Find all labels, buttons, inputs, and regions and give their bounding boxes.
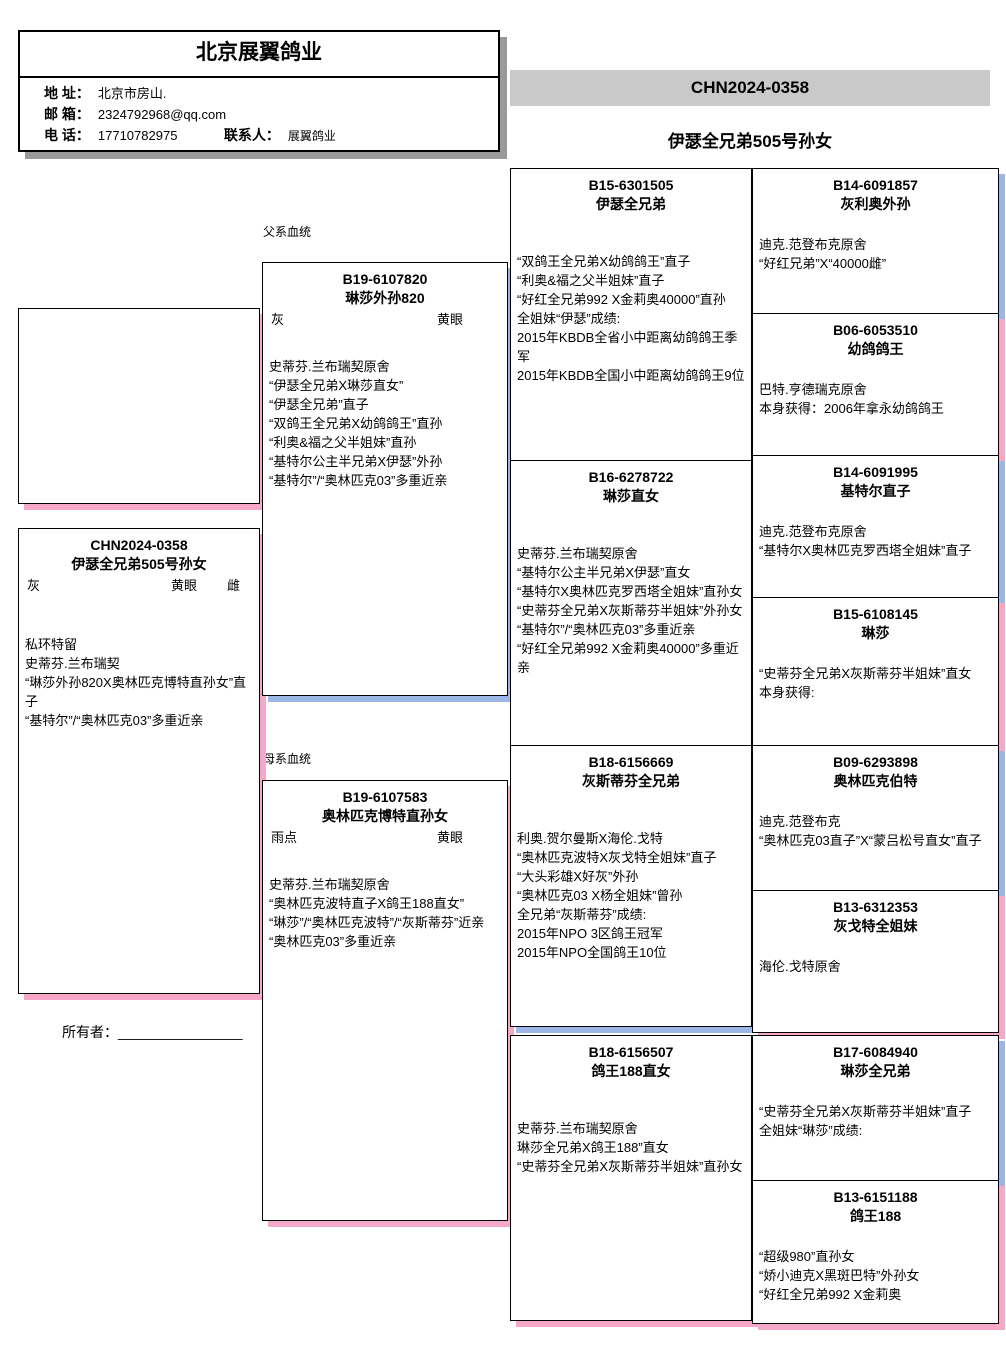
- address-value: 北京市房山.: [97, 86, 167, 101]
- pigeon-name: 琳莎全兄弟: [840, 1063, 911, 1079]
- traits-row: 灰 黄眼: [269, 310, 501, 329]
- pigeon-name: 伊瑟全兄弟: [596, 196, 666, 212]
- company-name: 北京展翼鸽业: [20, 32, 498, 78]
- pedigree-box-maternal-grandmother: B18-6156507 鸽王188直女 史蒂芬.兰布瑞契原舍 琳莎全兄弟X鸽王1…: [510, 1035, 752, 1321]
- pedigree-box-mf-mother: B13-6312353 灰戈特全姐妹 海伦.戈特原舍: [752, 890, 999, 1033]
- pigeon-name: 灰戈特全姐妹: [833, 918, 918, 934]
- phone-row: 电 话： 17710782975 联系人： 展翼鸽业: [44, 125, 488, 146]
- email-label: 邮 箱：: [44, 106, 90, 122]
- pigeon-name: 奥林匹克博特直孙女: [322, 808, 448, 824]
- ring-number: CHN2024-0358: [90, 537, 188, 553]
- ring-number: B06-6053510: [833, 322, 918, 338]
- pigeon-name: 奥林匹克伯特: [833, 773, 918, 789]
- eye-color-value: 黄眼: [436, 312, 463, 327]
- traits-row: 雨点 黄眼: [269, 828, 501, 847]
- pigeon-details: “史蒂芬全兄弟X灰斯蒂芬半姐妹”直女 本身获得:: [759, 666, 972, 700]
- pigeon-details: “双鸽王全兄弟X幼鸽鸽王”直子 “利奥&福之父半姐妹”直子 “好红全兄弟992 …: [517, 254, 745, 383]
- pigeon-details: 迪克.范登布克 “奥林匹克03直子”X“蒙吕松号直女”直子: [759, 814, 982, 848]
- pigeon-details: 史蒂芬.兰布瑞契原舍 “基特尔公主半兄弟X伊瑟”直女 “基特尔X奥林匹克罗西塔全…: [517, 546, 743, 675]
- pedigree-box-father: B19-6107820 琳莎外孙820 灰 黄眼 史蒂芬.兰布瑞契原舍 “伊瑟全…: [262, 262, 508, 696]
- pigeon-details: 私环特留 史蒂芬.兰布瑞契 “琳莎外孙820X奥林匹克博特直孙女”直子 “基特尔…: [25, 637, 247, 728]
- ring-number: B15-6108145: [833, 606, 918, 622]
- traits-row: 灰 黄眼 雌: [25, 576, 253, 595]
- ring-number: B19-6107583: [342, 789, 428, 805]
- ring-number: B14-6091995: [833, 464, 918, 480]
- pigeon-name: 琳莎直女: [603, 488, 659, 504]
- ring-number: B13-6312353: [833, 899, 918, 915]
- pigeon-name: 灰利奥外孙: [840, 196, 911, 212]
- address-label: 地 址：: [44, 85, 90, 101]
- pedigree-box-paternal-grandfather: B15-6301505 伊瑟全兄弟 “双鸽王全兄弟X幼鸽鸽王”直子 “利奥&福之…: [510, 168, 752, 471]
- ring-number-text: CHN2024-0358: [690, 78, 810, 97]
- pigeon-name: 琳莎: [861, 625, 890, 641]
- phone-label: 电 话：: [44, 127, 90, 143]
- pigeon-name: 幼鸽鸽王: [847, 341, 904, 357]
- ring-number: B18-6156669: [588, 754, 674, 770]
- eye-color-value: 黄眼: [171, 578, 198, 593]
- maternal-lineage-label: 母系血统: [263, 752, 312, 766]
- ring-number: B15-6301505: [588, 177, 674, 193]
- ring-number: B16-6278722: [588, 469, 674, 485]
- pedigree-box-mm-mother: B13-6151188 鸽王188 “超级980”直孙女 “娇小迪克X黑斑巴特”…: [752, 1180, 999, 1324]
- ring-number: B19-6107820: [342, 271, 428, 287]
- pigeon-title: 伊瑟全兄弟505号孙女: [667, 132, 833, 151]
- color-value: 灰: [27, 578, 41, 593]
- pedigree-box-subject: CHN2024-0358 伊瑟全兄弟505号孙女 灰 黄眼 雌 私环特留 史蒂芬…: [18, 528, 260, 994]
- pigeon-name: 灰斯蒂芬全兄弟: [582, 773, 680, 789]
- pedigree-box-ff-mother: B06-6053510 幼鸽鸽王 巴特.亨德瑞克原舍 本身获得：2006年拿永幼…: [752, 313, 999, 456]
- owner-blank-line: ________________: [118, 1024, 243, 1040]
- contact-value: 展翼鸽业: [287, 129, 336, 143]
- sex-value: 雌: [227, 578, 241, 593]
- eye-color-value: 黄眼: [436, 830, 463, 845]
- address-row: 地 址： 北京市房山.: [44, 83, 488, 104]
- ring-number: B18-6156507: [588, 1044, 674, 1060]
- pigeon-details: 迪克.范登布克原舍 “基特尔X奥林匹克罗西塔全姐妹”直子: [759, 524, 972, 558]
- email-value: 2324792968@qq.com: [97, 107, 227, 122]
- color-value: 灰: [271, 312, 285, 327]
- ring-number-banner: CHN2024-0358: [510, 70, 990, 106]
- pedigree-box-mm-father: B17-6084940 琳莎全兄弟 “史蒂芬全兄弟X灰斯蒂芬半姐妹”直子 全姐妹…: [752, 1035, 999, 1184]
- ring-number: B17-6084940: [833, 1044, 918, 1060]
- pigeon-details: “史蒂芬全兄弟X灰斯蒂芬半姐妹”直子 全姐妹“琳莎”成绩:: [759, 1104, 972, 1138]
- ring-number: B13-6151188: [833, 1189, 918, 1205]
- owner-line: 所有者：________________: [62, 1022, 243, 1042]
- pedigree-box-fm-father: B14-6091995 基特尔直子 迪克.范登布克原舍 “基特尔X奥林匹克罗西塔…: [752, 455, 999, 604]
- pigeon-details: 史蒂芬.兰布瑞契原舍 琳莎全兄弟X鸽王188”直女 “史蒂芬全兄弟X灰斯蒂芬半姐…: [517, 1121, 743, 1174]
- pigeon-name: 基特尔直子: [840, 483, 911, 499]
- pigeon-name: 琳莎外孙820: [345, 290, 425, 306]
- ring-number: B09-6293898: [833, 754, 918, 770]
- pigeon-details: 利奥.贺尔曼斯X海伦.戈特 “奥林匹克波特X灰戈特全姐妹”直子 “大头彩雄X好灰…: [517, 831, 717, 960]
- pigeon-details: “超级980”直孙女 “娇小迪克X黑斑巴特”外孙女 “好红全兄弟992 X金莉奥: [759, 1249, 920, 1302]
- pigeon-details: 史蒂芬.兰布瑞契原舍 “奥林匹克波特直子X鸽王188直女” “琳莎”/“奥林匹克…: [269, 877, 485, 949]
- pigeon-name: 鸽王188直女: [591, 1063, 671, 1079]
- email-row: 邮 箱： 2324792968@qq.com: [44, 104, 488, 125]
- pigeon-details: 海伦.戈特原舍: [759, 959, 841, 974]
- pigeon-details: 史蒂芬.兰布瑞契原舍 “伊瑟全兄弟X琳莎直女” “伊瑟全兄弟”直子 “双鸽王全兄…: [269, 359, 448, 488]
- pigeon-name: 伊瑟全兄弟505号孙女: [71, 556, 207, 572]
- color-value: 雨点: [271, 830, 298, 845]
- breeder-contact-info: 地 址： 北京市房山. 邮 箱： 2324792968@qq.com 电 话： …: [20, 78, 498, 146]
- pedigree-box-mother: B19-6107583 奥林匹克博特直孙女 雨点 黄眼 史蒂芬.兰布瑞契原舍 “…: [262, 780, 508, 1221]
- pedigree-box-fm-mother: B15-6108145 琳莎 “史蒂芬全兄弟X灰斯蒂芬半姐妹”直女 本身获得:: [752, 597, 999, 753]
- phone-value: 17710782975: [97, 128, 178, 143]
- pigeon-details: 巴特.亨德瑞克原舍 本身获得：2006年拿永幼鸽鸽王: [759, 382, 944, 416]
- photo-placeholder-box: [18, 308, 260, 504]
- pedigree-box-ff-father: B14-6091857 灰利奥外孙 迪克.范登布克原舍 “好红兄弟”X“4000…: [752, 168, 999, 320]
- breeder-info-card: 北京展翼鸽业 地 址： 北京市房山. 邮 箱： 2324792968@qq.co…: [18, 30, 500, 152]
- ring-number: B14-6091857: [833, 177, 918, 193]
- pigeon-name: 鸽王188: [849, 1208, 902, 1224]
- pigeon-details: 迪克.范登布克原舍 “好红兄弟”X“40000雌”: [759, 237, 887, 271]
- pedigree-box-maternal-grandfather: B18-6156669 灰斯蒂芬全兄弟 利奥.贺尔曼斯X海伦.戈特 “奥林匹克波…: [510, 745, 752, 1027]
- owner-label: 所有者：: [62, 1024, 118, 1040]
- paternal-lineage-label: 父系血统: [263, 225, 312, 239]
- pedigree-box-paternal-grandmother: B16-6278722 琳莎直女 史蒂芬.兰布瑞契原舍 “基特尔公主半兄弟X伊瑟…: [510, 460, 752, 754]
- contact-label: 联系人：: [223, 127, 280, 143]
- pedigree-box-mf-father: B09-6293898 奥林匹克伯特 迪克.范登布克 “奥林匹克03直子”X“蒙…: [752, 745, 999, 893]
